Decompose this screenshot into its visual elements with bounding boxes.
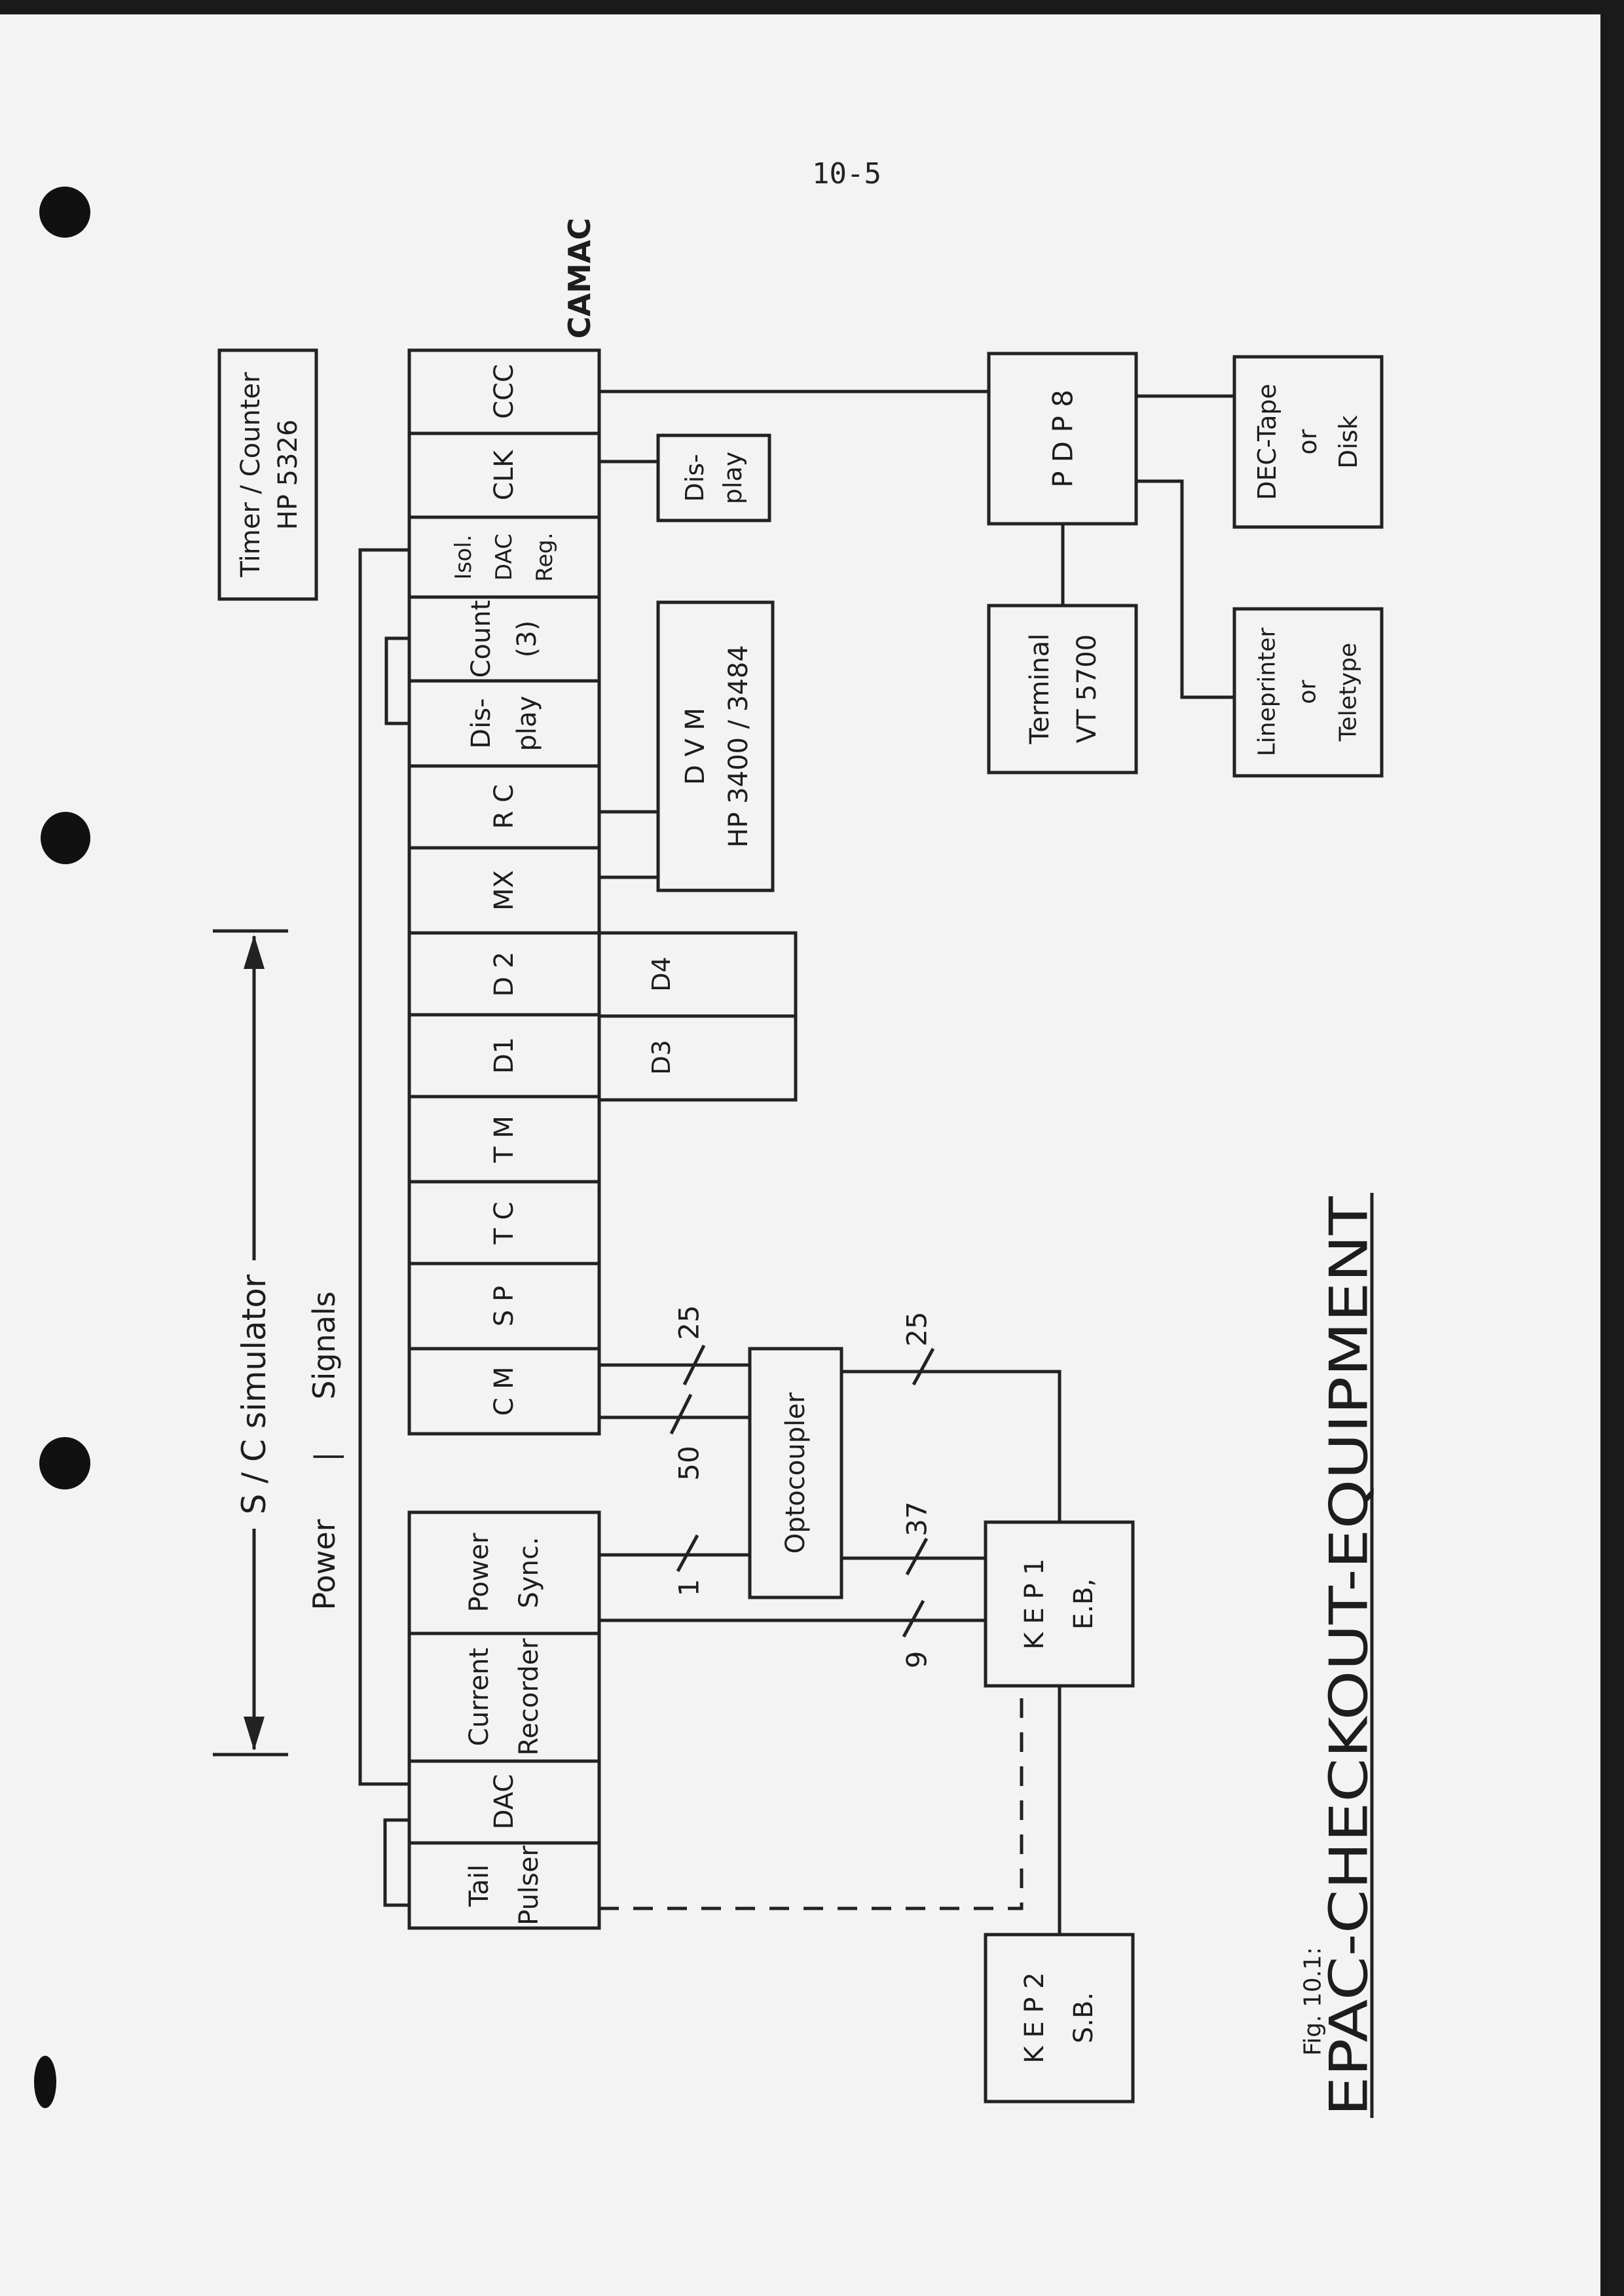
pdp8-lineprinter-line <box>1136 479 1234 699</box>
dectape-label-line-1: DEC-Tape <box>1253 384 1282 500</box>
kep2-box <box>984 1933 1135 2104</box>
lineprinter-label-line-1: Lineprinter <box>1254 628 1281 757</box>
right-arrow-icon <box>244 1717 265 1751</box>
dectape-label-line-2: or <box>1293 429 1322 454</box>
camac-module-12-line-1: S P <box>489 1286 519 1326</box>
terminal-box <box>987 604 1138 774</box>
wire-count-1: 1 <box>673 1579 705 1597</box>
kep1-box <box>984 1520 1135 1688</box>
kep2-line1: K E P 2 <box>1020 1972 1050 2063</box>
d3-label: D3 <box>647 1040 676 1074</box>
camac-module-10-line-1: T M <box>489 1116 519 1163</box>
sim-module-3-line-1: DAC <box>489 1774 519 1830</box>
wire-count-37: 37 <box>901 1501 933 1536</box>
wire-count-50: 50 <box>673 1446 705 1480</box>
kep2-line2: S.B. <box>1069 1992 1099 2043</box>
figure-title: EPAC-CHECKOUT-EQUIPMENT <box>1319 1195 1380 2116</box>
tail-pulser-bracket <box>383 1818 409 1907</box>
camac-module-3-line-2: DAC <box>491 534 517 581</box>
sc-simulator-label: S / C simulator <box>235 1274 273 1514</box>
sim-module-2-line-1: Current <box>464 1648 494 1746</box>
sim-module-1-line-2: Sync. <box>514 1537 544 1608</box>
punch-hole-1 <box>39 187 90 238</box>
wire-count-25-b: 25 <box>901 1311 933 1346</box>
kep1-line1: K E P 1 <box>1020 1558 1050 1649</box>
display-count-bracket <box>384 636 409 725</box>
punch-hole-2 <box>41 812 90 864</box>
sim-module-4-line-1: Tail <box>464 1865 494 1908</box>
isol-dac-link-line <box>358 548 409 1786</box>
lineprinter-label-line-2: or <box>1295 680 1321 704</box>
kep1-line2: E.B, <box>1069 1578 1099 1630</box>
display-box-label-line-2: play <box>718 452 747 504</box>
page-number: 10-5 <box>812 157 881 191</box>
power-label: Power <box>306 1519 342 1610</box>
sim-module-1-line-1: Power <box>464 1533 494 1612</box>
punch-hole-3 <box>39 1437 90 1489</box>
optocoupler-label: Optocoupler <box>781 1392 811 1554</box>
wire-count-9: 9 <box>901 1651 933 1669</box>
camac-module-5-line-1: Dis- <box>466 698 496 748</box>
lineprinter-box <box>1232 607 1384 778</box>
camac-module-3-line-1: Isol. <box>451 535 477 580</box>
dectape-label-line-3: Disk <box>1334 415 1363 469</box>
simulator-crate-box <box>407 1510 601 1930</box>
camac-module-8-line-1: D 2 <box>489 952 519 997</box>
signals-label: Signals <box>306 1291 342 1399</box>
sim-module-2-line-2: Recorder <box>514 1638 544 1756</box>
pdp8-label: P D P 8 <box>1047 390 1079 488</box>
wire-count-25-a: 25 <box>673 1305 705 1339</box>
dvm-box <box>656 600 775 892</box>
camac-module-4-line-1: Count <box>466 600 496 678</box>
timer-line1: Timer / Counter <box>236 372 266 578</box>
camac-module-13-line-1: C M <box>489 1366 519 1415</box>
figure-label: Fig. 10.1: <box>1300 1947 1327 2056</box>
display-box <box>656 433 771 522</box>
camac-module-3-line-3: Reg. <box>532 532 558 581</box>
camac-module-7-line-1: MX <box>489 870 519 911</box>
punch-hole-4 <box>34 2056 56 2108</box>
scan-border-top <box>0 0 1624 14</box>
separator-label: | <box>308 1451 344 1462</box>
terminal-line1: Terminal <box>1025 633 1055 744</box>
camac-module-1-line-1: CCC <box>489 364 519 419</box>
dvm-line1: D V M <box>680 708 710 785</box>
camac-module-9-line-1: D1 <box>489 1037 519 1074</box>
camac-module-5-line-2: play <box>512 696 542 752</box>
tail-pulser-dashed-line <box>599 1689 1024 1910</box>
camac-crate-box <box>407 348 601 1436</box>
timer-line2: HP 5326 <box>273 420 303 530</box>
camac-module-11-line-1: T C <box>489 1201 519 1245</box>
optocoupler-box <box>748 1347 843 1599</box>
camac-module-4-line-2: (3) <box>512 621 542 658</box>
display-box-label-line-1: Dis- <box>680 454 709 501</box>
dvm-line2: HP 3400 / 3484 <box>724 645 754 847</box>
sim-module-4-line-2: Pulser <box>514 1846 544 1925</box>
camac-module-2-line-1: CLK <box>489 449 519 500</box>
opto-kep1-line-25 <box>841 1370 1061 1522</box>
terminal-line2: VT 5700 <box>1072 634 1102 743</box>
left-arrow-icon <box>244 935 265 969</box>
timer-counter-box <box>217 348 318 601</box>
scan-border-right <box>1600 0 1624 2296</box>
camac-label: CAMAC <box>562 218 597 339</box>
lineprinter-label-line-3: Teletype <box>1335 643 1362 742</box>
camac-module-6-line-1: R C <box>489 784 519 829</box>
dectape-box <box>1232 355 1384 529</box>
d4-label: D4 <box>647 957 676 991</box>
